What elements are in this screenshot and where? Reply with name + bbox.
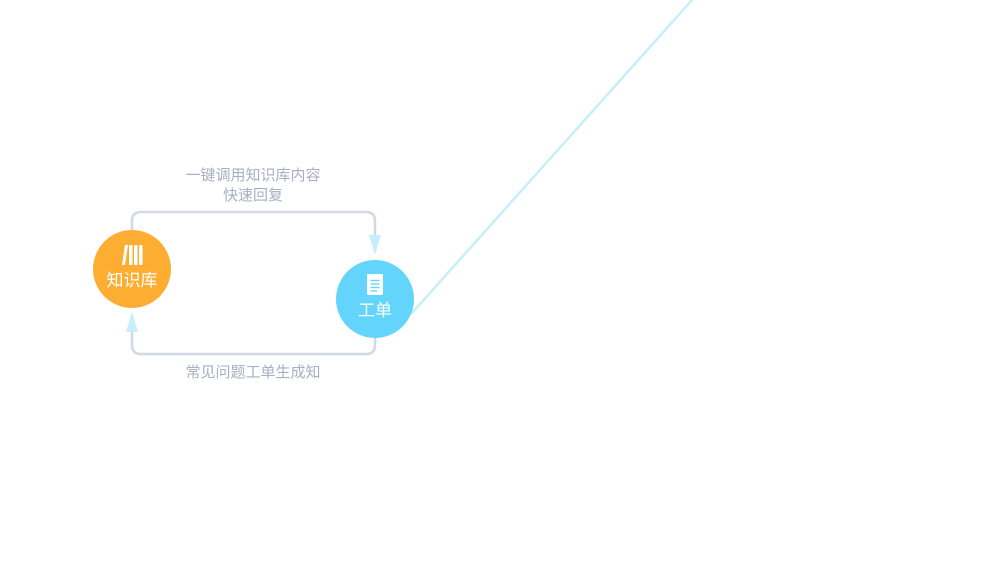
- kb-to-ticket-label-line2: 快速回复: [222, 186, 283, 204]
- diagonal-connector-line: [410, 0, 694, 315]
- kb-to-ticket-connector: [130, 210, 377, 236]
- ticket-to-kb-connector: [130, 330, 377, 356]
- ticket-to-kb-label-text: 常见问题工单生成知: [185, 363, 321, 381]
- ticket-to-kb-label: 常见问题工单生成知: [153, 362, 353, 382]
- knowledge-base-node-label: 知识库: [106, 271, 158, 291]
- books-icon: [122, 245, 143, 265]
- kb-to-ticket-label-line1: 一键调用知识库内容: [185, 166, 321, 184]
- kb-to-ticket-arrowhead: [369, 235, 381, 255]
- ticket-to-kb-arrowhead: [126, 312, 138, 332]
- document-icon: [367, 274, 383, 295]
- ticket-node-label: 工单: [358, 301, 392, 321]
- knowledge-base-node[interactable]: 知识库: [93, 230, 171, 308]
- ticket-node[interactable]: 工单: [336, 260, 414, 338]
- kb-to-ticket-label: 一键调用知识库内容 快速回复: [153, 165, 353, 205]
